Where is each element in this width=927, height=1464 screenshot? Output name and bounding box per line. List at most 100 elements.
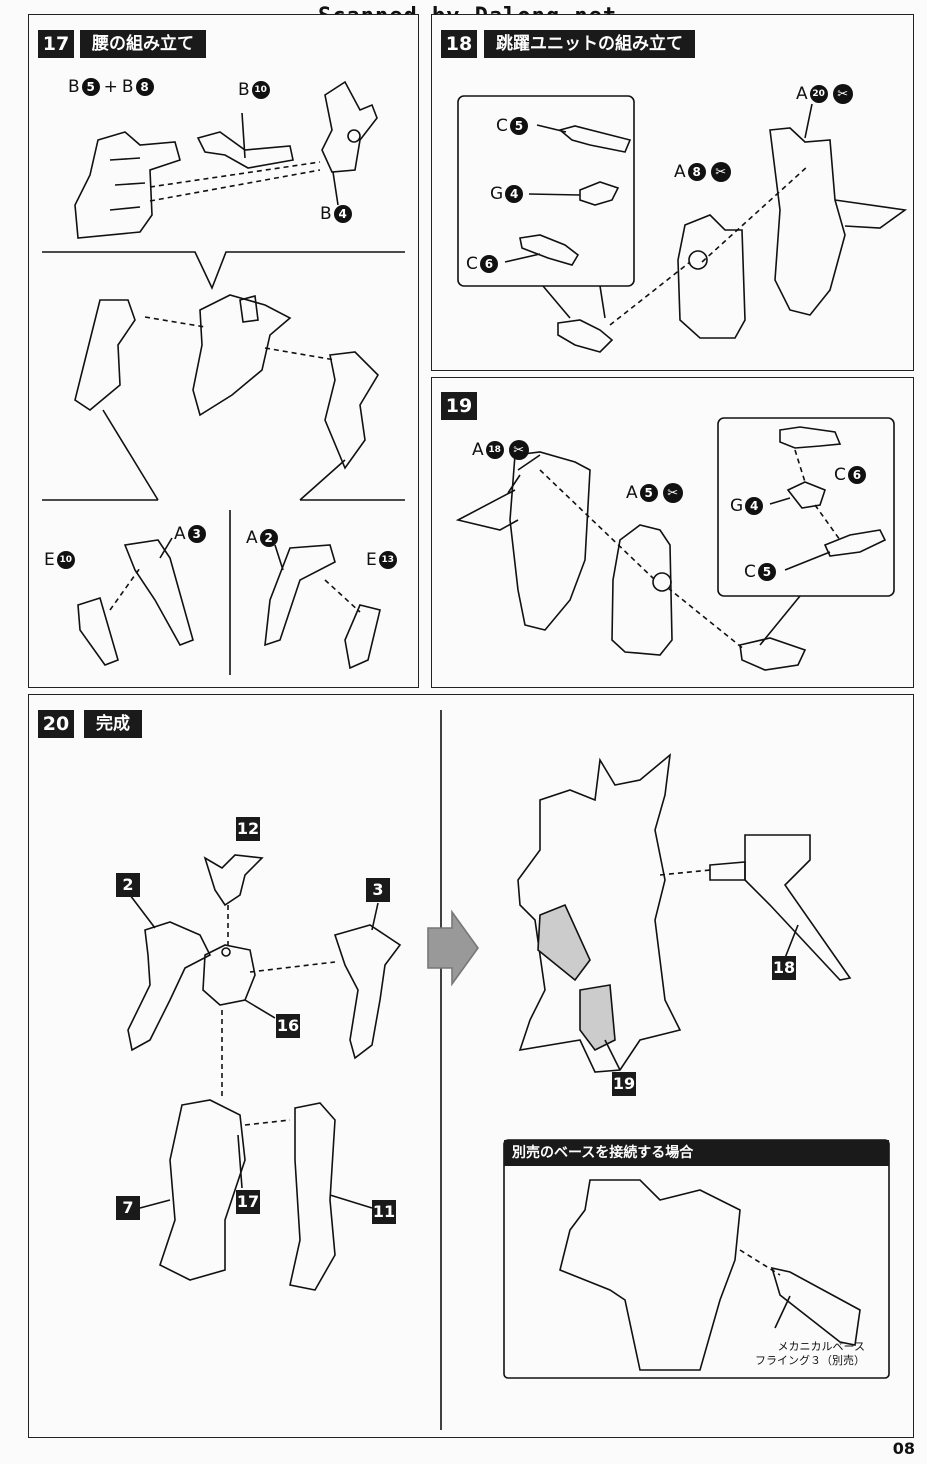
waist-assembly-detail [239,294,259,323]
base-note: メカニカルベース フライング３（別売） [740,1340,865,1368]
arm-arrow [249,961,336,973]
jump-unit-fin-19 [455,489,519,531]
part-c5-19 [823,529,887,557]
jump-unit-part-a8 [677,214,746,339]
right-arm-part [333,924,402,1060]
part-c5 [558,125,632,153]
jump-unit-part-a5 [611,524,673,656]
c6-leader [504,253,541,263]
base-arrow [739,1249,781,1276]
torso-neck-socket [221,947,231,957]
head-part [203,854,264,907]
part-19-tag: 19 [612,1072,636,1096]
assembly-arrows-19 [539,469,746,651]
part-g4 [579,181,620,206]
jump-unit-socket-19 [652,572,672,592]
step-19-callout-box [717,417,895,597]
step-17-number: 17 [38,30,74,58]
a3-leader [159,537,173,559]
callout-pointer [542,285,606,319]
base-note-line2: フライング３（別売） [755,1354,865,1367]
step-18-callout-box [457,95,635,287]
part-18-tag: 18 [772,956,796,980]
jump-unit-fin [834,199,908,229]
step-19-number: 19 [441,392,477,420]
jump-unit-socket [688,250,708,270]
skirt-part-e13 [344,604,381,670]
part-g4-19 [786,481,826,509]
next-step-arrow [427,909,479,987]
part-17-tag: 17 [236,1190,260,1214]
callout-arrows-19 [794,449,841,541]
left-arm-leader [129,894,156,929]
skirt-right-part [324,351,380,470]
b10-leader [241,112,246,159]
b4-leader [332,171,339,206]
jump-unit-attach-arrow [659,869,711,876]
base-arm [770,1266,861,1346]
e13-arrow [324,579,361,613]
left-arm-part [127,921,212,1052]
unit-18-leader [784,924,799,959]
step-20-title: 完成 [84,710,142,738]
assembled-joint-19 [739,637,807,671]
base-box-title: 別売のベースを接続する場合 [504,1140,889,1166]
step-17-title: 腰の組み立て [80,30,206,58]
jump-unit-joint [709,861,746,881]
waist-front-part [74,131,181,239]
figure-leg-shade [579,984,616,1052]
waist-side-socket [347,129,361,143]
left-leg-part [159,1099,246,1281]
waist-front-detail [109,157,146,211]
g4-leader [528,193,581,196]
middle-arrow-lines [144,316,336,361]
g4-19-leader [769,497,791,505]
a20-leader [804,103,813,139]
base-leader [774,1295,791,1329]
right-arm-leader [371,902,379,931]
part-12-tag: 12 [236,817,260,841]
waist-side-part [321,80,378,173]
step-17-zoom-frame-top [42,251,405,291]
step-20-number: 20 [38,710,74,738]
base-figure-back [559,1179,741,1371]
step-17-panel [28,14,419,688]
base-note-line1: メカニカルベース [777,1340,865,1353]
assembly-arrow-lines [149,161,321,202]
skirt-left-part [74,299,136,411]
part-c6 [519,234,580,266]
c5-leader [536,124,567,133]
torso-part [202,944,256,1006]
gate-cut-icon: ✂ [832,84,853,104]
right-leg-part [289,1102,336,1291]
gate-cut-icon: ✂ [710,162,731,182]
leg-11-leader [329,1194,373,1209]
skirt-part-a3 [123,539,194,646]
part-7-tag: 7 [116,1196,140,1220]
gate-cut-icon: ✂ [508,440,529,460]
assembled-joint [557,319,614,353]
step-18-number: 18 [441,30,477,58]
leg-arrow [244,1119,291,1126]
a18-leader [507,454,541,494]
jump-unit-part-a20 [769,127,846,316]
step-17-zoom-callout [102,409,346,501]
unit-19-leader [604,1039,621,1071]
step-17-diagram [42,80,405,675]
skirt-part-a2 [264,544,336,647]
waist-assembly [192,294,292,417]
step-20-panel [28,694,914,1438]
